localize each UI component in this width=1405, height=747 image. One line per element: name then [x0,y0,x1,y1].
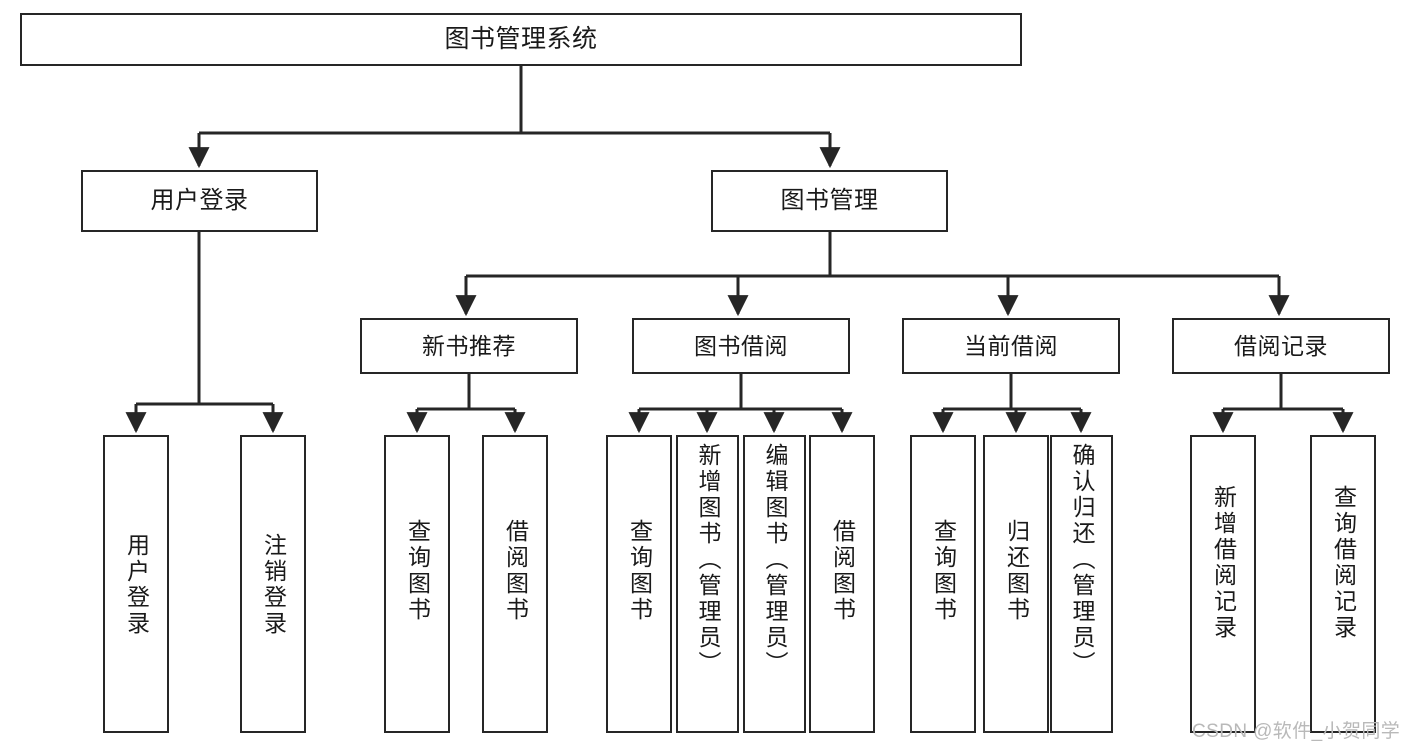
node-borrow-record-label: 借阅记录 [1234,332,1328,359]
watermark: CSDN @软件_小贺同学 [1192,721,1401,742]
node-leaf-query-book-borrow-label: 查询图书 [626,519,653,623]
node-leaf-borrow-book[interactable]: 借阅图书 [809,435,875,733]
node-leaf-add-book-label: 新增图书（管理员） [695,443,721,677]
node-leaf-return-book-label: 归还图书 [1003,519,1030,623]
node-leaf-logout-label: 注销登录 [260,533,287,637]
node-leaf-user-login[interactable]: 用户登录 [103,435,169,733]
node-leaf-add-book[interactable]: 新增图书（管理员） [676,435,739,733]
node-leaf-edit-book-label: 编辑图书（管理员） [762,443,788,677]
node-leaf-query-book-rec-label: 查询图书 [404,519,431,623]
node-leaf-edit-book[interactable]: 编辑图书（管理员） [743,435,806,733]
node-root[interactable]: 图书管理系统 [20,13,1022,66]
node-leaf-confirm-return[interactable]: 确认归还（管理员） [1050,435,1113,733]
node-root-label: 图书管理系统 [444,25,598,54]
node-leaf-borrow-book-rec-label: 借阅图书 [502,519,529,623]
node-book-borrow[interactable]: 图书借阅 [632,318,850,374]
node-leaf-borrow-book-label: 借阅图书 [829,519,856,623]
node-book-borrow-label: 图书借阅 [694,332,788,359]
node-leaf-query-record-label: 查询借阅记录 [1330,485,1357,641]
node-current-borrow[interactable]: 当前借阅 [902,318,1120,374]
node-leaf-logout[interactable]: 注销登录 [240,435,306,733]
node-leaf-query-book-rec[interactable]: 查询图书 [384,435,450,733]
node-book-manage[interactable]: 图书管理 [711,170,948,232]
node-leaf-return-book[interactable]: 归还图书 [983,435,1049,733]
node-leaf-query-record[interactable]: 查询借阅记录 [1310,435,1376,733]
node-leaf-query-book-cur[interactable]: 查询图书 [910,435,976,733]
node-leaf-confirm-return-label: 确认归还（管理员） [1069,443,1095,677]
node-leaf-query-book-borrow[interactable]: 查询图书 [606,435,672,733]
node-leaf-add-record[interactable]: 新增借阅记录 [1190,435,1256,733]
node-current-borrow-label: 当前借阅 [964,332,1058,359]
node-book-manage-label: 图书管理 [780,187,879,215]
node-new-book-recommend-label: 新书推荐 [422,332,516,359]
node-leaf-user-login-label: 用户登录 [123,533,150,637]
node-new-book-recommend[interactable]: 新书推荐 [360,318,578,374]
node-leaf-add-record-label: 新增借阅记录 [1210,485,1237,641]
node-borrow-record[interactable]: 借阅记录 [1172,318,1390,374]
node-leaf-borrow-book-rec[interactable]: 借阅图书 [482,435,548,733]
node-user-login[interactable]: 用户登录 [81,170,318,232]
node-user-login-label: 用户登录 [150,187,249,215]
node-leaf-query-book-cur-label: 查询图书 [930,519,957,623]
